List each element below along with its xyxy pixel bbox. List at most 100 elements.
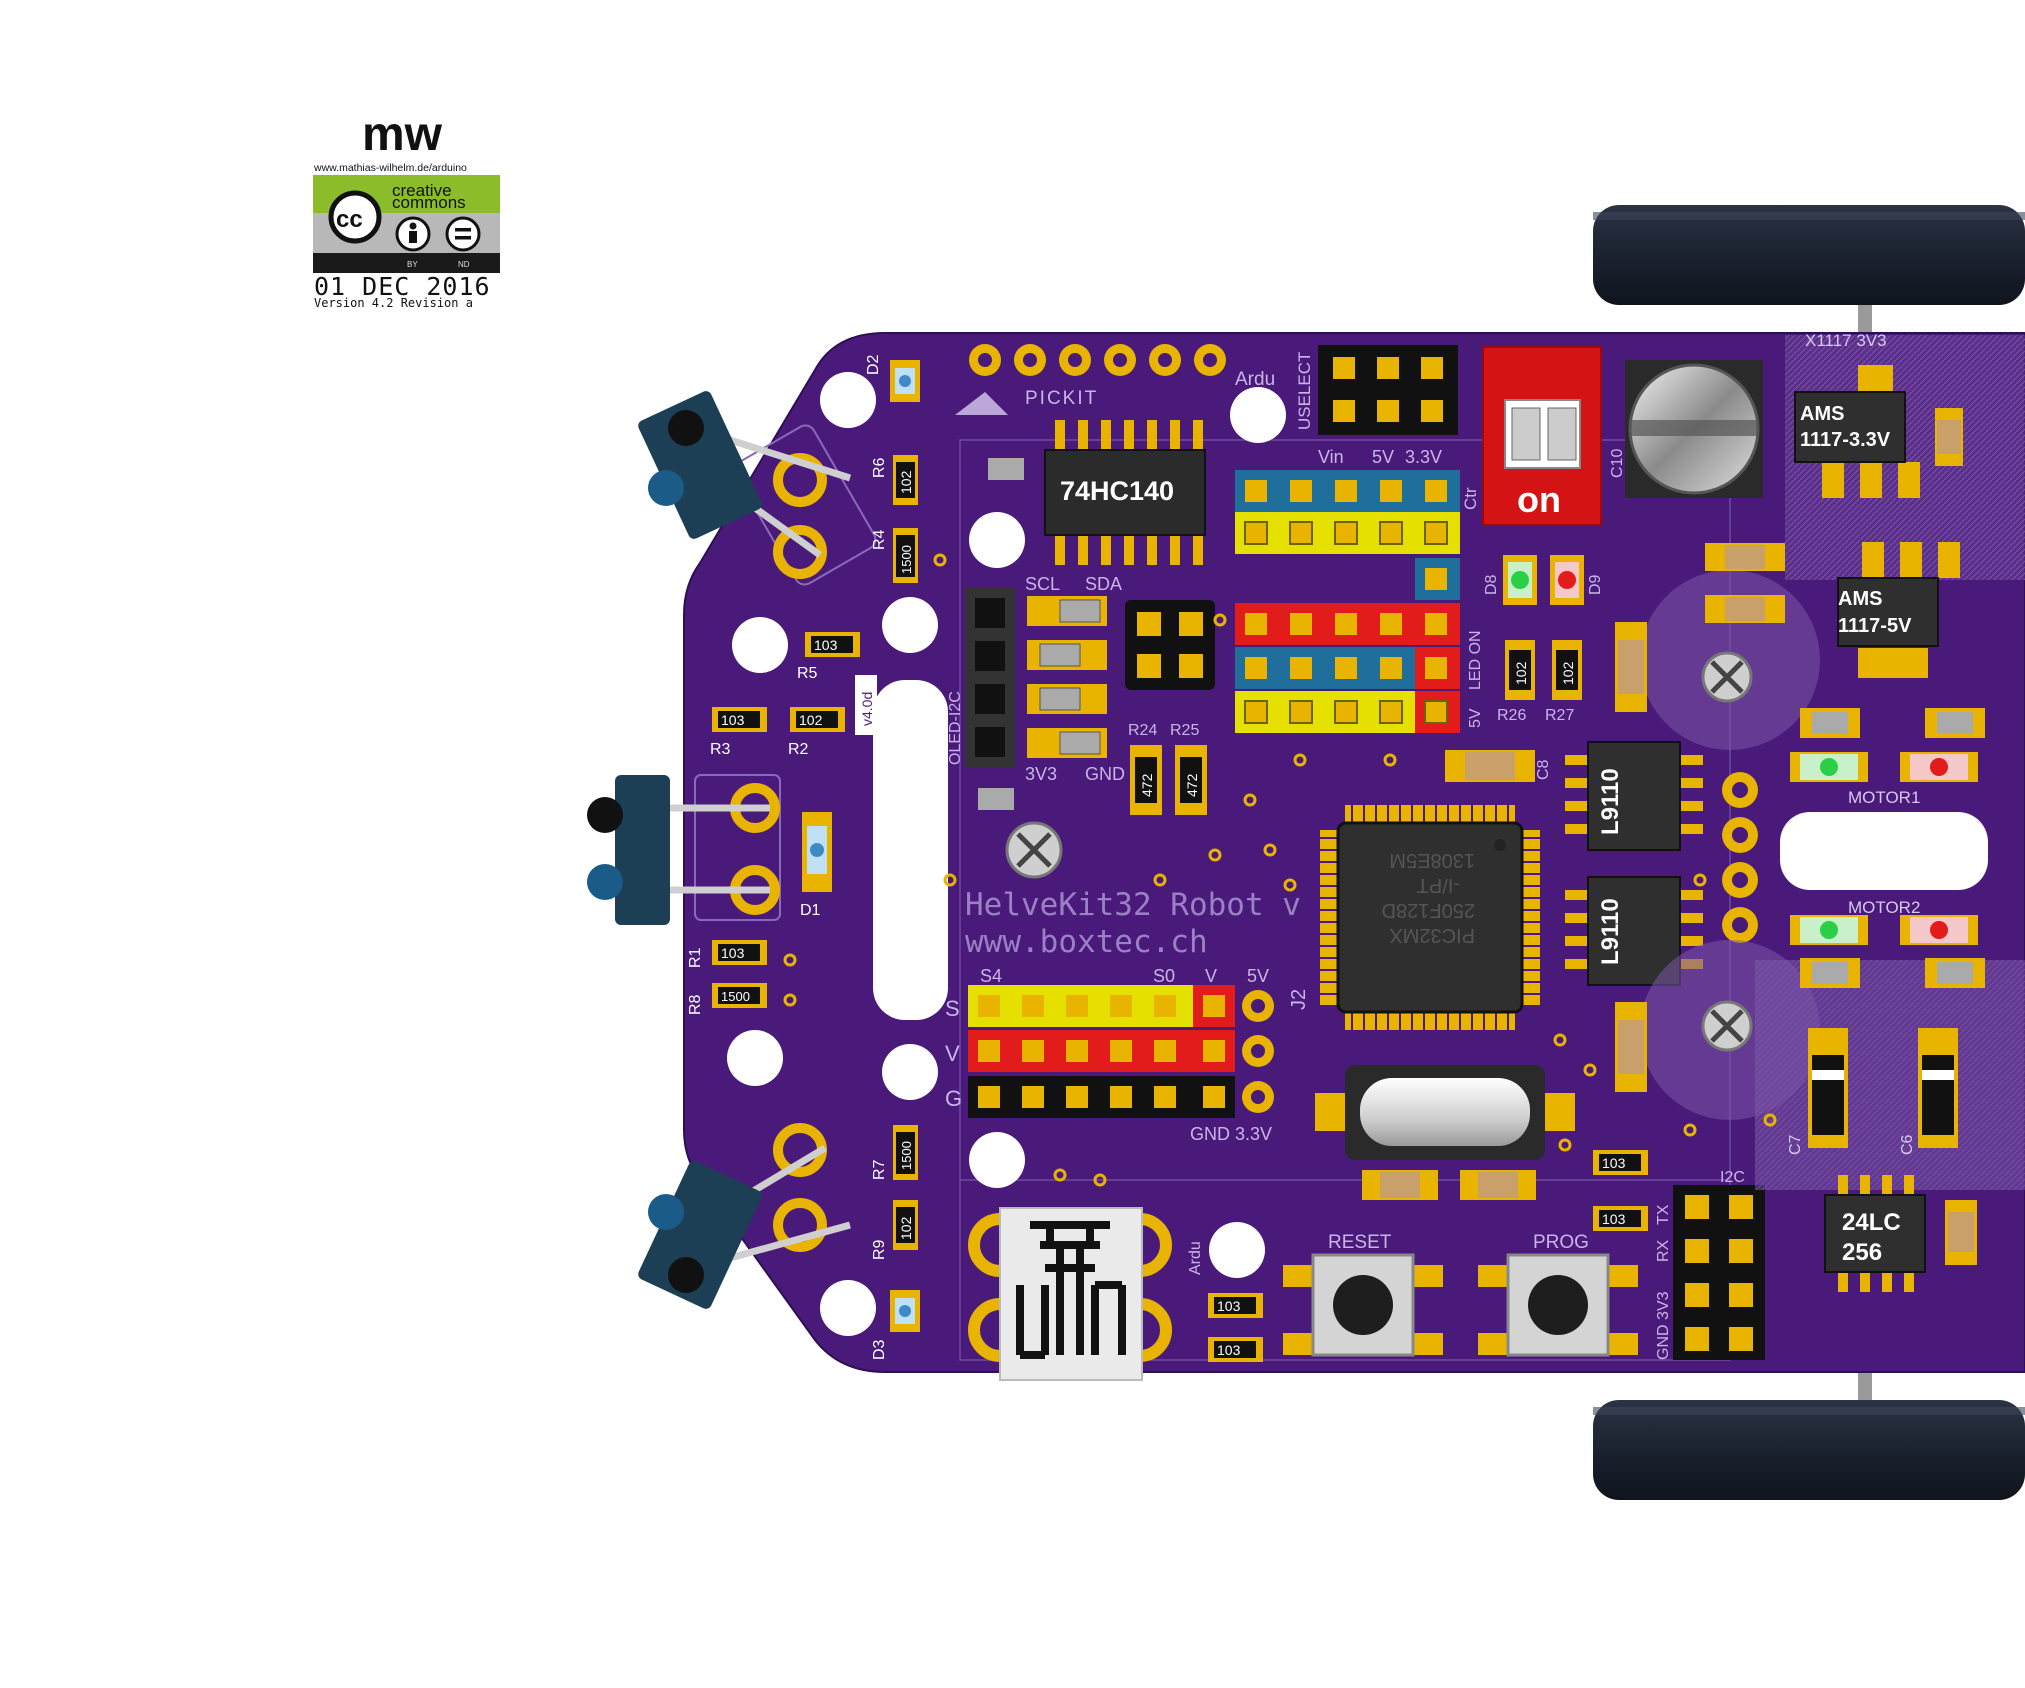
resistor-r1: 103 xyxy=(712,940,767,965)
svg-text:R3: R3 xyxy=(710,741,731,758)
oled-label: OLED-I2C xyxy=(947,691,964,765)
serial-header: TX RX GND 3V3 I2C xyxy=(1655,1169,1765,1360)
license-word1: creative xyxy=(392,181,452,200)
ardu-label-2: Ardu xyxy=(1187,1241,1204,1275)
svg-text:R26: R26 xyxy=(1497,707,1526,724)
led-d1 xyxy=(802,812,832,892)
uselect-label: USELECT xyxy=(1295,352,1314,430)
svg-text:cc: cc xyxy=(336,206,363,233)
svg-text:R25: R25 xyxy=(1170,722,1199,739)
led-d8: D8 xyxy=(1483,555,1537,605)
reset-button[interactable]: RESET xyxy=(1283,1232,1443,1357)
svg-text:472: 472 xyxy=(1184,773,1200,797)
mounting-holes xyxy=(727,372,1286,1336)
svg-text:103: 103 xyxy=(1602,1211,1626,1227)
resistor-rb2: 103 xyxy=(1208,1337,1263,1362)
svg-text:C8: C8 xyxy=(1535,759,1552,780)
board-title: HelveKit32 Robot v xyxy=(965,887,1301,923)
pickit-header: PICKIT xyxy=(955,344,1226,415)
svg-text:Vin: Vin xyxy=(1318,447,1344,467)
wheel-bottom xyxy=(1593,1370,2025,1500)
resistor-r24: 472 R24 xyxy=(1128,722,1162,815)
svg-text:GND: GND xyxy=(1085,764,1125,784)
attribution-icon xyxy=(395,216,431,252)
wheel-top xyxy=(1593,205,2025,335)
svg-text:MOTOR2: MOTOR2 xyxy=(1848,898,1920,917)
svg-text:103: 103 xyxy=(814,637,838,653)
refdes-left: D2 R6 R4 R5 R3 R2 D1 R1 R8 R7 R9 D3 xyxy=(687,354,888,1360)
svg-text:24LC: 24LC xyxy=(1842,1209,1901,1236)
cc-icon: cc xyxy=(328,190,382,244)
svg-text:1308E5M: 1308E5M xyxy=(1389,849,1475,871)
smd-caps-right xyxy=(1615,408,1977,1265)
svg-text:-I/PT: -I/PT xyxy=(1417,874,1460,896)
capacitor-c8: C8 xyxy=(1445,750,1552,782)
svg-text:R8: R8 xyxy=(687,994,704,1015)
logo-brand: mw xyxy=(362,108,443,161)
svg-text:256: 256 xyxy=(1842,1239,1882,1266)
resistor-r7: 1500 xyxy=(893,1125,918,1180)
resistor-r5: 103 xyxy=(805,632,860,657)
motor-pads xyxy=(1722,772,1758,943)
logo-url: www.mathias-wilhelm.de/arduino xyxy=(313,162,467,174)
schottky-diodes: C7 C6 xyxy=(1787,1028,1958,1155)
pin-matrix: Ctr LED ON 5V xyxy=(1235,470,1484,733)
prog-button[interactable]: PROG xyxy=(1478,1232,1638,1357)
svg-text:5V: 5V xyxy=(1247,966,1269,986)
svg-text:V: V xyxy=(1205,966,1217,986)
regulator-3v3: AMS 1117-3.3V xyxy=(1794,365,1920,498)
servo-header: S4 S0 V 5V S V G GND 3.3V J2 xyxy=(945,966,1310,1144)
svg-text:103: 103 xyxy=(721,945,745,961)
pin-row-blue-2 xyxy=(1235,647,1460,689)
svg-text:LED ON: LED ON xyxy=(1467,630,1484,690)
svg-text:Ctr: Ctr xyxy=(1461,487,1480,510)
svg-text:D9: D9 xyxy=(1587,574,1604,595)
pin-blue-single xyxy=(1415,558,1460,600)
svg-text:102: 102 xyxy=(1513,661,1529,685)
resistor-r9: 102 xyxy=(893,1200,918,1250)
resistor-r8: 1500 xyxy=(712,983,767,1008)
resistor-r4: 1500 xyxy=(893,528,918,583)
license-word2: commons xyxy=(392,193,466,212)
power-switch-label: on xyxy=(1517,479,1561,520)
svg-text:5V: 5V xyxy=(1467,708,1484,728)
power-switch[interactable]: on xyxy=(1482,346,1602,526)
resistor-r26: 102 R26 xyxy=(1497,640,1535,724)
uselect-header: USELECT Vin 5V 3.3V xyxy=(1295,345,1458,467)
svg-text:1117-5V: 1117-5V xyxy=(1838,615,1912,637)
ir-sensor-middle xyxy=(587,774,781,925)
l9110-label-1: L9110 xyxy=(1597,768,1624,835)
svg-text:R5: R5 xyxy=(797,665,818,682)
oled-header: OLED-I2C xyxy=(947,588,1015,768)
svg-text:D8: D8 xyxy=(1483,574,1500,595)
pin-row-yellow-1 xyxy=(1235,512,1460,554)
svg-text:R1: R1 xyxy=(687,947,704,968)
eeprom-24lc256: 24LC 256 xyxy=(1824,1175,1926,1292)
resistor-rc1: 103 xyxy=(1593,1150,1648,1175)
reset-label: RESET xyxy=(1328,1232,1392,1253)
motor-driver-2: L9110 xyxy=(1565,876,1703,986)
svg-text:1500: 1500 xyxy=(721,989,750,1004)
svg-text:D3: D3 xyxy=(871,1339,888,1360)
svg-text:R24: R24 xyxy=(1128,722,1157,739)
screw-right-1 xyxy=(1701,651,1753,703)
ir-sensor-top xyxy=(638,391,877,586)
svg-text:1500: 1500 xyxy=(899,545,914,574)
logo-version: Version 4.2 Revision a xyxy=(314,296,473,310)
svg-text:102: 102 xyxy=(799,712,823,728)
svg-text:TX: TX xyxy=(1655,1204,1672,1225)
ir-sensor-bottom xyxy=(638,1123,851,1309)
logo-date: 01 DEC 2016 xyxy=(314,272,491,301)
i2c-pullups: SCL SDA 3V3 GND xyxy=(1025,574,1125,784)
motor-driver-1: L9110 xyxy=(1565,741,1703,851)
svg-text:G: G xyxy=(945,1086,962,1111)
solder-jumpers xyxy=(1800,708,1985,988)
svg-text:C10: C10 xyxy=(1609,449,1626,478)
svg-text:102: 102 xyxy=(1560,661,1576,685)
svg-text:102: 102 xyxy=(898,470,914,494)
resistor-rb1: 103 xyxy=(1208,1293,1263,1318)
resistor-r3: 103 xyxy=(712,707,767,732)
license-term-nd: ND xyxy=(458,260,470,269)
svg-text:1500: 1500 xyxy=(899,1141,914,1170)
motor-slot xyxy=(1780,812,1988,890)
